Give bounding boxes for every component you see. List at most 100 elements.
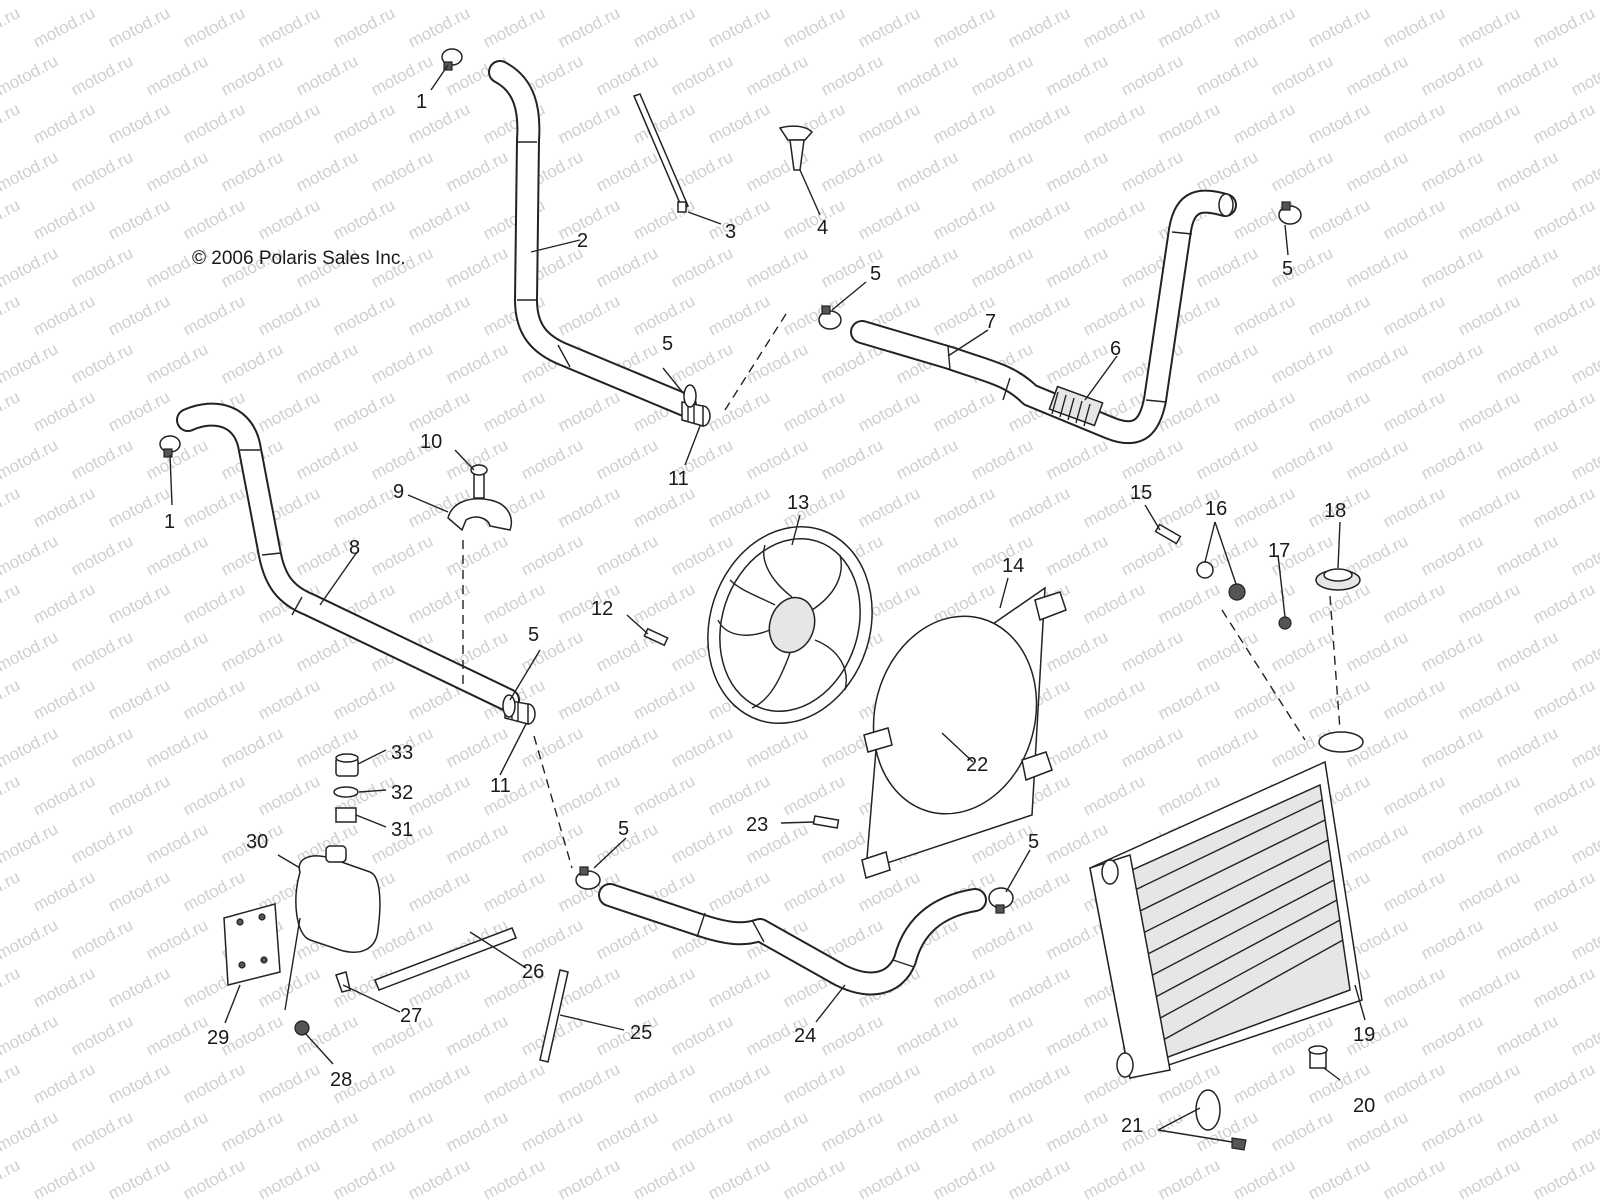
watermark-text: motod.ru bbox=[405, 195, 473, 243]
callout-11-bottom: 11 bbox=[490, 775, 511, 797]
watermark-text: motod.ru bbox=[968, 915, 1036, 963]
watermark-text: motod.ru bbox=[143, 1107, 211, 1155]
callout-20: 20 bbox=[1353, 1095, 1375, 1117]
watermark-text: motod.ru bbox=[0, 1059, 23, 1107]
callout-7: 7 bbox=[985, 311, 996, 333]
watermark-text: motod.ru bbox=[30, 867, 98, 915]
watermark-text: motod.ru bbox=[30, 1059, 98, 1107]
watermark-text: motod.ru bbox=[480, 867, 548, 915]
watermark-text: motod.ru bbox=[443, 339, 511, 387]
watermark-text: motod.ru bbox=[1043, 1107, 1111, 1155]
watermark-text: motod.ru bbox=[1230, 99, 1298, 147]
watermark-text: motod.ru bbox=[930, 195, 998, 243]
watermark-text: motod.ru bbox=[0, 147, 61, 195]
watermark-text: motod.ru bbox=[668, 339, 736, 387]
watermark-text: motod.ru bbox=[555, 99, 623, 147]
watermark-text: motod.ru bbox=[68, 723, 136, 771]
watermark-text: motod.ru bbox=[143, 915, 211, 963]
watermark-text: motod.ru bbox=[143, 819, 211, 867]
watermark-text: motod.ru bbox=[0, 3, 23, 51]
watermark-text: motod.ru bbox=[30, 3, 98, 51]
callout-1-top: 1 bbox=[416, 91, 427, 113]
watermark-text: motod.ru bbox=[105, 1155, 173, 1200]
watermark-text: motod.ru bbox=[1530, 99, 1598, 147]
callout-5-b: 5 bbox=[1282, 258, 1293, 280]
watermark-text: motod.ru bbox=[1568, 627, 1600, 675]
watermark-text: motod.ru bbox=[293, 51, 361, 99]
watermark-text: motod.ru bbox=[218, 627, 286, 675]
watermark-text: motod.ru bbox=[968, 51, 1036, 99]
watermark-text: motod.ru bbox=[893, 51, 961, 99]
watermark-text: motod.ru bbox=[405, 1059, 473, 1107]
watermark-text: motod.ru bbox=[1455, 99, 1523, 147]
small-parts bbox=[159, 48, 1361, 1151]
watermark-text: motod.ru bbox=[780, 867, 848, 915]
callout-9: 9 bbox=[393, 481, 404, 503]
watermark-text: motod.ru bbox=[1418, 627, 1486, 675]
watermark-text: motod.ru bbox=[705, 771, 773, 819]
watermark-text: motod.ru bbox=[1043, 147, 1111, 195]
watermark-text: motod.ru bbox=[1380, 1059, 1448, 1107]
watermark-text: motod.ru bbox=[105, 195, 173, 243]
watermark-text: motod.ru bbox=[1418, 819, 1486, 867]
watermark-text: motod.ru bbox=[1268, 435, 1336, 483]
watermark-text: motod.ru bbox=[1193, 243, 1261, 291]
watermark-text: motod.ru bbox=[1043, 531, 1111, 579]
watermark-text: motod.ru bbox=[68, 1011, 136, 1059]
watermark-text: motod.ru bbox=[30, 675, 98, 723]
reservoir-group bbox=[223, 753, 569, 1063]
callout-5-f: 5 bbox=[1028, 831, 1039, 853]
callout-27: 27 bbox=[400, 1005, 422, 1027]
watermark-text: motod.ru bbox=[968, 147, 1036, 195]
callout-31: 31 bbox=[391, 819, 413, 841]
watermark-text: motod.ru bbox=[893, 435, 961, 483]
watermark-text: motod.ru bbox=[1493, 627, 1561, 675]
watermark-text: motod.ru bbox=[0, 579, 23, 627]
watermark-text: motod.ru bbox=[1043, 819, 1111, 867]
watermark-text: motod.ru bbox=[1080, 1155, 1148, 1200]
watermark-text: motod.ru bbox=[255, 291, 323, 339]
watermark-text: motod.ru bbox=[518, 435, 586, 483]
watermark-text: motod.ru bbox=[180, 579, 248, 627]
watermark-text: motod.ru bbox=[105, 483, 173, 531]
watermark-text: motod.ru bbox=[105, 387, 173, 435]
watermark-text: motod.ru bbox=[1380, 3, 1448, 51]
watermark-text: motod.ru bbox=[0, 1155, 23, 1200]
watermark-text: motod.ru bbox=[1005, 483, 1073, 531]
watermark-text: motod.ru bbox=[855, 3, 923, 51]
watermark-text: motod.ru bbox=[1530, 483, 1598, 531]
watermark-text: motod.ru bbox=[293, 1107, 361, 1155]
watermark-text: motod.ru bbox=[1530, 675, 1598, 723]
watermark-text: motod.ru bbox=[630, 771, 698, 819]
watermark-text: motod.ru bbox=[1568, 531, 1600, 579]
callout-5-a: 5 bbox=[870, 263, 881, 285]
watermark-text: motod.ru bbox=[1418, 243, 1486, 291]
watermark-text: motod.ru bbox=[0, 819, 61, 867]
watermark-text: motod.ru bbox=[630, 1059, 698, 1107]
watermark-text: motod.ru bbox=[0, 243, 61, 291]
watermark-text: motod.ru bbox=[30, 291, 98, 339]
watermark-text: motod.ru bbox=[1005, 1059, 1073, 1107]
watermark-text: motod.ru bbox=[443, 531, 511, 579]
watermark-text: motod.ru bbox=[1493, 819, 1561, 867]
watermark-text: motod.ru bbox=[1305, 195, 1373, 243]
watermark-text: motod.ru bbox=[968, 1011, 1036, 1059]
watermark-text: motod.ru bbox=[893, 1107, 961, 1155]
watermark-text: motod.ru bbox=[0, 867, 23, 915]
watermark-text: motod.ru bbox=[593, 51, 661, 99]
watermark-text: motod.ru bbox=[1455, 195, 1523, 243]
watermark-text: motod.ru bbox=[330, 675, 398, 723]
callout-10: 10 bbox=[420, 431, 442, 453]
watermark-text: motod.ru bbox=[855, 99, 923, 147]
watermark-text: motod.ru bbox=[630, 3, 698, 51]
watermark-text: motod.ru bbox=[630, 675, 698, 723]
watermark-text: motod.ru bbox=[1380, 99, 1448, 147]
watermark-text: motod.ru bbox=[1005, 1155, 1073, 1200]
watermark-text: motod.ru bbox=[1530, 3, 1598, 51]
watermark-text: motod.ru bbox=[1193, 435, 1261, 483]
watermark-text: motod.ru bbox=[1380, 483, 1448, 531]
watermark-text: motod.ru bbox=[1343, 435, 1411, 483]
watermark-text: motod.ru bbox=[1530, 291, 1598, 339]
watermark-text: motod.ru bbox=[405, 771, 473, 819]
callout-3: 3 bbox=[725, 221, 736, 243]
